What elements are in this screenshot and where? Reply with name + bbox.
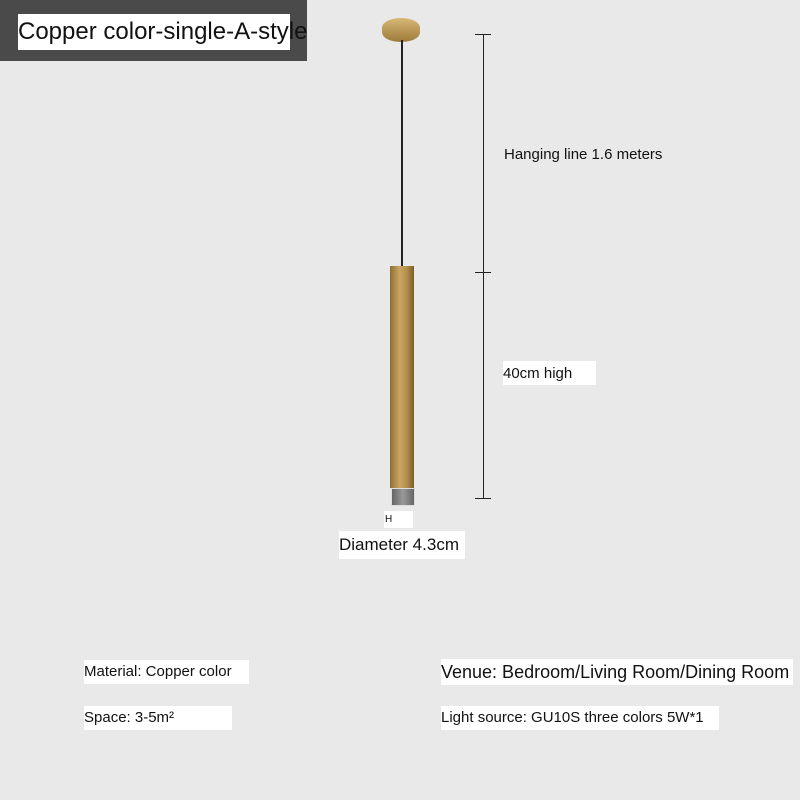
height-label: 40cm high xyxy=(503,361,596,385)
hanging-line-label: Hanging line 1.6 meters xyxy=(504,146,663,163)
dimension-line xyxy=(483,34,484,499)
dimension-tick xyxy=(475,34,491,35)
light-source-spec: Light source: GU10S three colors 5W*1 xyxy=(441,706,719,730)
venue-spec: Venue: Bedroom/Living Room/Dining Room xyxy=(441,659,793,685)
marker-text: H xyxy=(385,514,393,525)
dimension-tick xyxy=(475,272,491,273)
dimension-tick xyxy=(475,498,491,499)
lamp-body xyxy=(390,266,414,488)
material-spec: Material: Copper color xyxy=(84,660,249,684)
diameter-label: Diameter 4.3cm xyxy=(339,531,465,559)
product-title: Copper color-single-A-style xyxy=(18,14,307,50)
ceiling-canopy xyxy=(382,18,420,42)
hanging-cord xyxy=(401,40,403,268)
space-spec: Space: 3-5m² xyxy=(84,706,232,730)
diameter-marker: H xyxy=(384,511,413,528)
lamp-lens xyxy=(391,488,415,506)
